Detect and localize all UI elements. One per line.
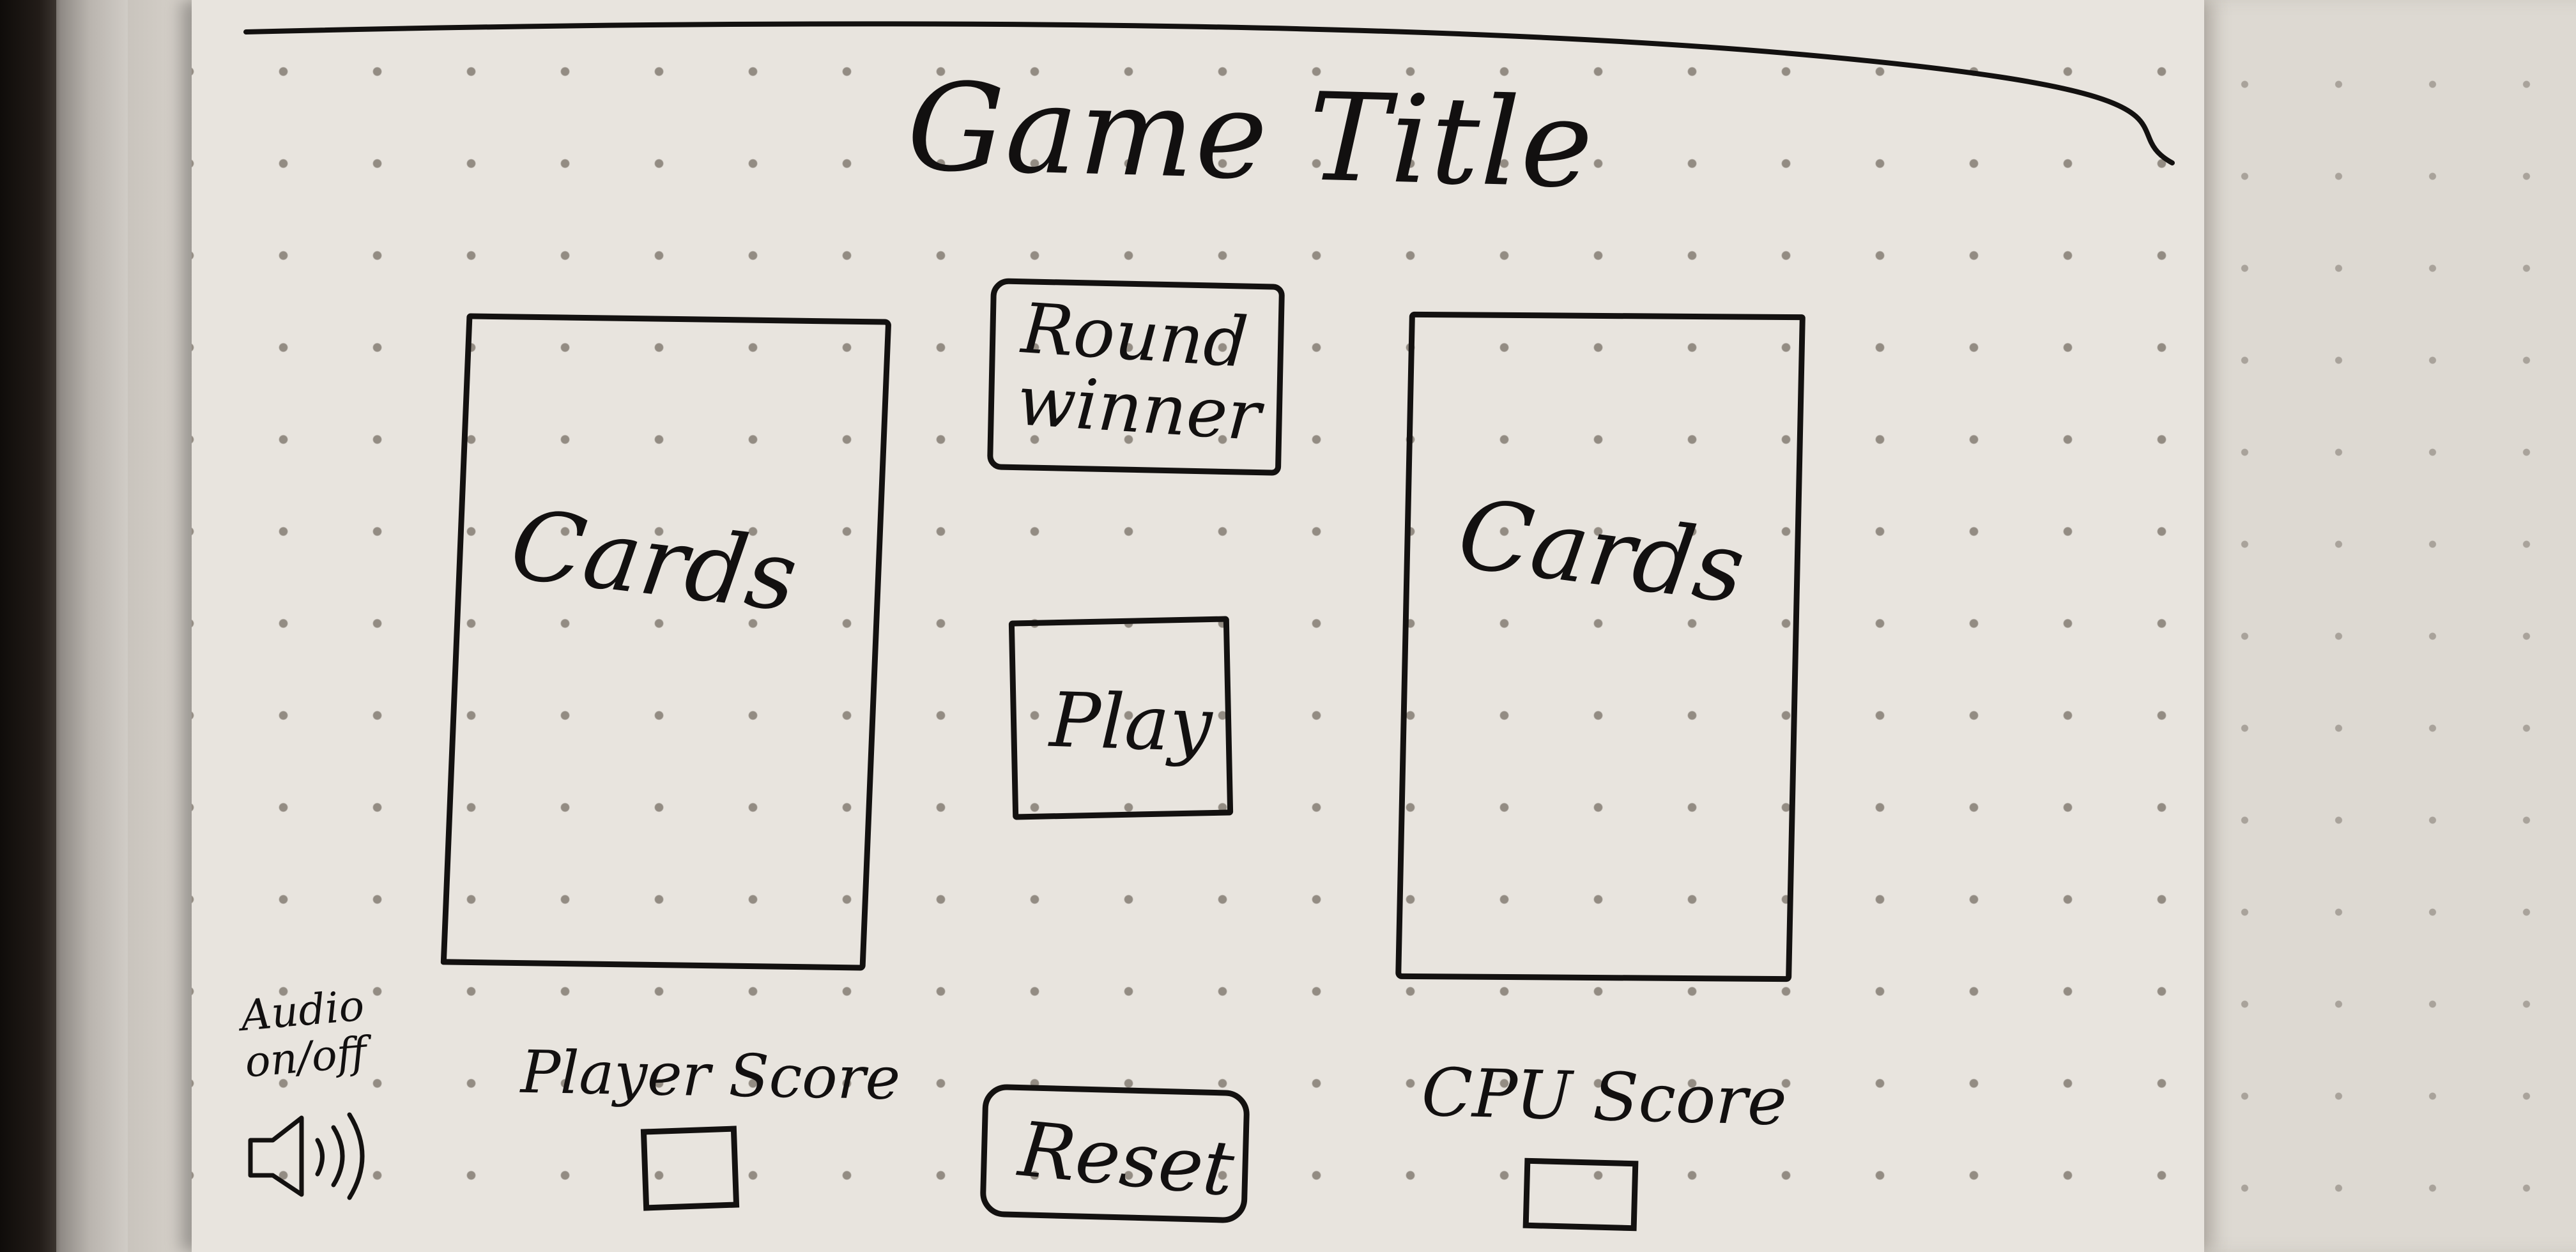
- facing-notebook-page: [2172, 0, 2576, 1252]
- audio-toggle-label: Audio on/off: [238, 981, 369, 1087]
- play-button[interactable]: Play: [1008, 616, 1234, 820]
- reset-button[interactable]: Reset: [979, 1083, 1250, 1224]
- round-winner-display: Round winner: [986, 278, 1285, 476]
- reset-label: Reset: [1015, 1104, 1238, 1214]
- speaker-icon[interactable]: [238, 1105, 385, 1201]
- player-score-label: Player Score: [520, 1037, 901, 1113]
- cpu-cards-label: Cards: [1451, 478, 1752, 626]
- notebook-dark-edge: [0, 0, 56, 1252]
- play-label: Play: [1048, 675, 1214, 769]
- dot-grid-sketch-page: [192, 0, 2204, 1252]
- player-cards-label: Cards: [503, 489, 804, 634]
- player-cards-area[interactable]: Cards: [440, 313, 892, 971]
- cpu-score-label: CPU Score: [1420, 1053, 1788, 1141]
- cpu-score-value-box: [1522, 1157, 1639, 1232]
- game-title: Game Title: [905, 56, 1596, 216]
- round-winner-label: Round winner: [1014, 289, 1263, 457]
- cpu-cards-area: Cards: [1395, 311, 1805, 982]
- player-score-value-box: [640, 1126, 740, 1211]
